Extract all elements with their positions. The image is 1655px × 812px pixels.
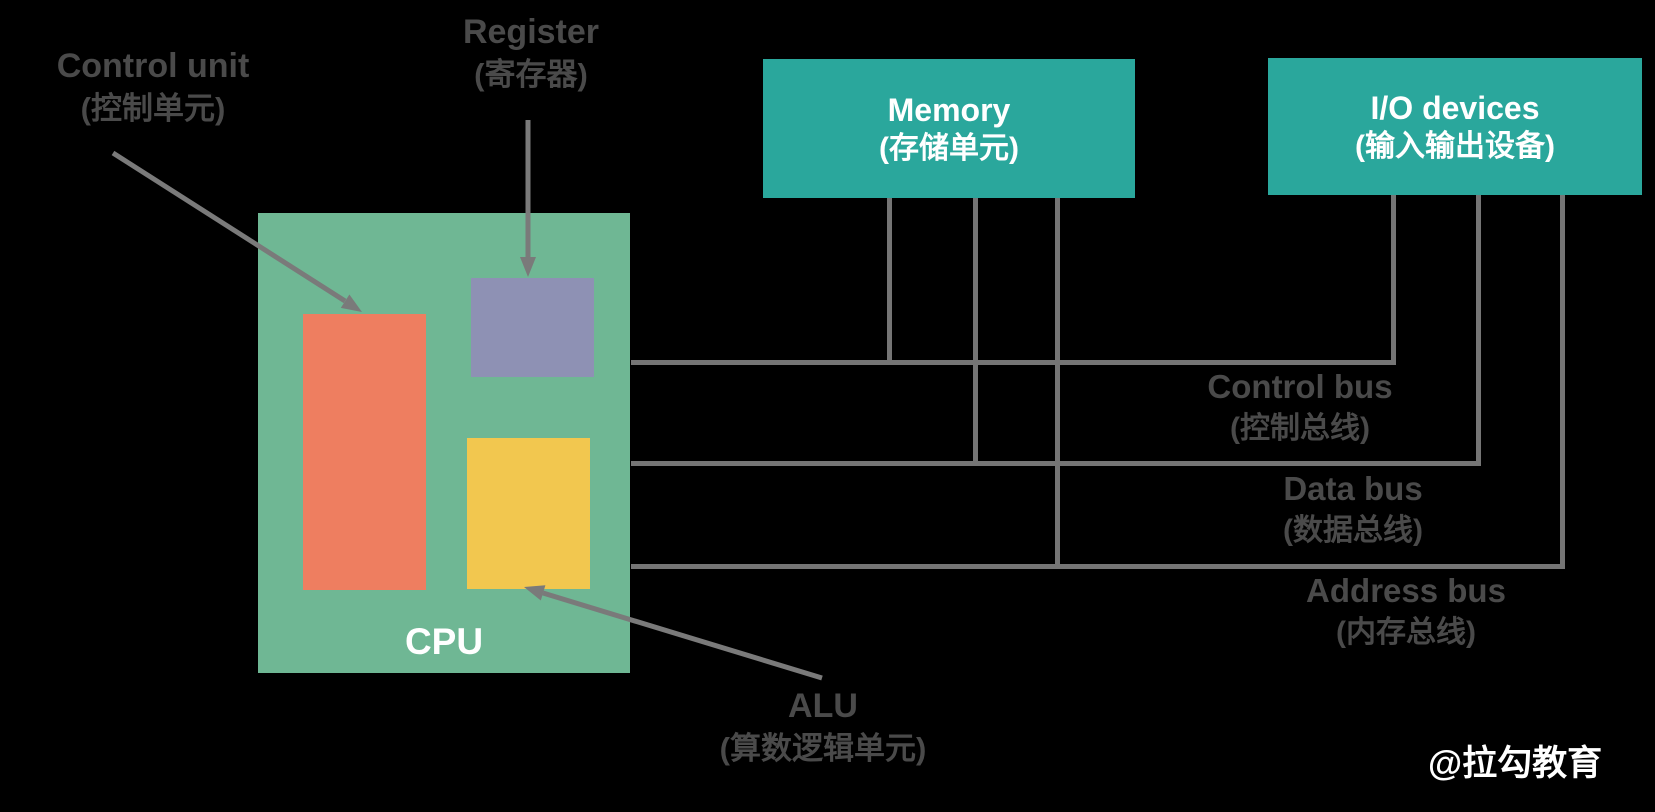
io-devices-box: I/O devices (输入输出设备) [1268,58,1642,195]
alu-block [467,438,590,589]
memory-box: Memory (存储单元) [763,59,1135,198]
address-bus-line [631,564,1565,569]
control-bus-label: Control bus (控制总线) [1140,365,1460,449]
register-label-en: Register [462,13,600,51]
data-bus-label-en: Data bus [1283,470,1423,507]
address-bus-label-zh: (内存总线) [1336,616,1476,649]
memory-control-bus-connector [887,197,892,365]
io-address-bus-connector [1560,195,1565,569]
io-devices-box-subtitle: (输入输出设备) [1355,129,1555,163]
address-bus-label-en: Address bus [1306,572,1506,609]
io-control-bus-connector [1391,195,1396,365]
register-block [471,278,594,377]
register-label: Register (寄存器) [371,10,691,96]
control-unit-label-en: Control unit [56,47,250,85]
cpu-box-title: CPU [404,621,484,662]
data-bus-label: Data bus (数据总线) [1193,467,1513,551]
cpu-box: CPU [258,213,630,673]
control-unit-label: Control unit (控制单元) [0,44,313,130]
control-unit-block [303,314,426,590]
memory-data-bus-connector [973,197,978,466]
control-unit-label-zh: (控制单元) [80,91,226,126]
data-bus-label-zh: (数据总线) [1283,514,1423,547]
register-label-zh: (寄存器) [474,57,588,92]
memory-box-subtitle: (存储单元) [879,131,1019,165]
memory-box-title: Memory [887,91,1011,128]
memory-address-bus-connector [1055,197,1060,569]
address-bus-label: Address bus (内存总线) [1246,569,1566,653]
alu-label-zh: (算数逻辑单元) [719,731,927,766]
watermark: @拉勾教育 [1428,744,1603,783]
alu-label: ALU (算数逻辑单元) [663,684,983,770]
io-data-bus-connector [1476,195,1481,466]
control-bus-label-zh: (控制总线) [1230,412,1370,445]
alu-label-en: ALU [788,687,858,725]
control-bus-label-en: Control bus [1207,368,1393,405]
control-bus-line [631,360,1396,365]
io-devices-box-title: I/O devices [1370,89,1540,126]
